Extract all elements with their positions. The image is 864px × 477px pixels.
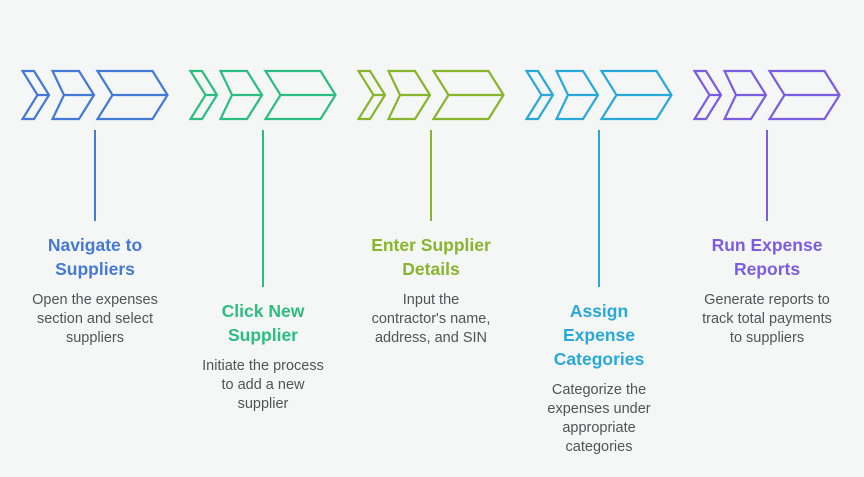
step-run-expense-reports: Run Expense Reports Generate reports to … [683, 0, 851, 457]
triple-chevron-arrow-icon [21, 69, 169, 121]
step-description: Generate reports to track total payments… [702, 292, 832, 346]
connector-line [262, 130, 264, 287]
step-title: Enter Supplier Details [371, 235, 491, 279]
step-title: Assign Expense Categories [553, 301, 645, 369]
triple-chevron-arrow-icon [189, 69, 337, 121]
connector-line [766, 130, 768, 221]
step-description: Open the expenses section and select sup… [32, 292, 158, 346]
step-navigate-to-suppliers: Navigate to Suppliers Open the expenses … [11, 0, 179, 457]
triple-chevron-arrow-icon [693, 69, 841, 121]
step-enter-supplier-details: Enter Supplier Details Input the contrac… [347, 0, 515, 457]
triple-chevron-arrow-icon [525, 69, 673, 121]
step-title: Click New Supplier [221, 301, 305, 345]
connector-line [94, 130, 96, 221]
step-title: Run Expense Reports [711, 235, 823, 279]
step-description: Categorize the expenses under appropriat… [547, 382, 651, 455]
step-description: Input the contractor's name, address, an… [371, 292, 491, 346]
step-title: Navigate to Suppliers [47, 235, 143, 279]
connector-line [430, 130, 432, 221]
connector-line [598, 130, 600, 287]
step-click-new-supplier: Click New Supplier Initiate the process … [179, 0, 347, 457]
triple-chevron-arrow-icon [357, 69, 505, 121]
step-description: Initiate the process to add a new suppli… [202, 358, 324, 412]
step-assign-expense-categories: Assign Expense Categories Categorize the… [515, 0, 683, 457]
steps-row: Navigate to Suppliers Open the expenses … [11, 0, 851, 457]
